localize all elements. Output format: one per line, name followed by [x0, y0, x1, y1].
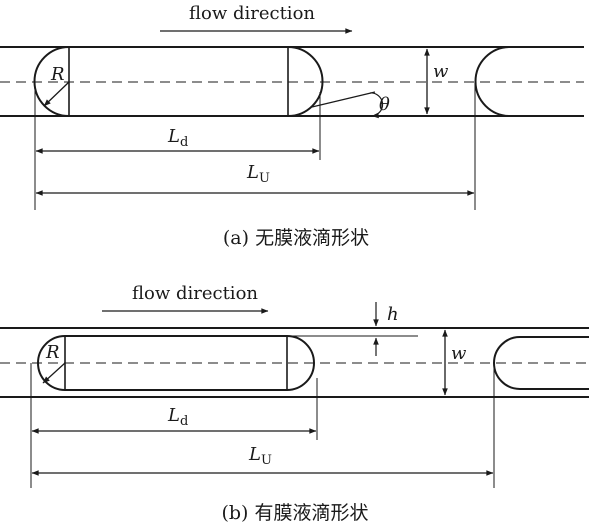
- unit-length-label-a: LU: [246, 162, 270, 186]
- film-thickness-label-b: h: [387, 304, 399, 325]
- next-droplet-b: [493, 336, 589, 390]
- droplet-length-label-a: Ld: [167, 126, 188, 150]
- droplet-rear-cap-a: [33, 46, 70, 117]
- next-droplet-cap-a: [474, 46, 511, 117]
- droplet-length-label-b: Ld: [167, 405, 188, 429]
- radius-label-b: R: [45, 342, 60, 363]
- flow-direction-label-b: flow direction: [132, 283, 258, 304]
- radius-label-a: R: [50, 64, 65, 85]
- angle-arc-a: [369, 92, 384, 119]
- angle-ray-a: [311, 91, 376, 108]
- width-label-a: w: [433, 61, 449, 82]
- droplet-front-cap-a: [287, 46, 324, 117]
- flow-direction-label-a: flow direction: [189, 3, 315, 24]
- caption-b: (b) 有膜液滴形状: [221, 502, 368, 524]
- radius-arrow-b: [42, 362, 66, 384]
- angle-label-a: θ: [379, 94, 390, 115]
- caption-a: (a) 无膜液滴形状: [223, 227, 369, 249]
- panel-a: flow direction R θ w Ld LU: [0, 3, 584, 249]
- panel-b: flow direction R h w Ld LU: [0, 283, 589, 524]
- width-label-b: w: [451, 343, 467, 364]
- unit-length-label-b: LU: [248, 444, 272, 468]
- radius-arrow-a: [43, 81, 70, 107]
